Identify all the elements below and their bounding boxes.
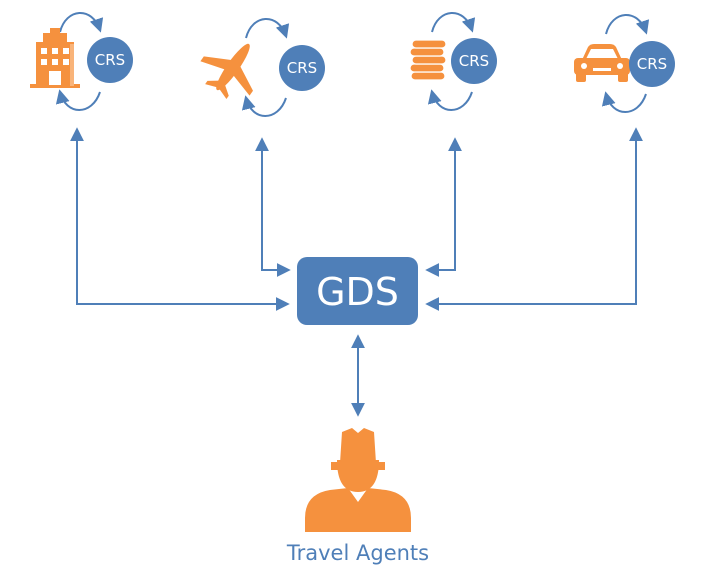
gds-box xyxy=(297,257,418,325)
connector-airline xyxy=(255,137,291,277)
travel-agents: Travel Agents xyxy=(286,428,429,565)
crs-sync-arrow-bottom xyxy=(55,89,101,111)
crs-label: CRS xyxy=(637,55,667,73)
supplier-hotel: CRS xyxy=(30,12,133,111)
crs-sync-arrow-top xyxy=(605,14,650,35)
crs-label: CRS xyxy=(287,59,317,77)
crs-sync-arrow-top xyxy=(59,12,104,33)
crs-label: CRS xyxy=(459,52,489,70)
crs-sync-arrow-bottom xyxy=(241,95,287,117)
hotel-icon xyxy=(30,28,80,88)
crs-sync-arrow-bottom xyxy=(601,91,647,113)
crs-sync-arrow-bottom xyxy=(427,89,473,111)
crs-badge xyxy=(87,37,133,83)
gds-connectors xyxy=(70,127,643,417)
gds-node: GDS xyxy=(297,257,418,325)
connector-coins xyxy=(425,137,462,277)
gds-label: GDS xyxy=(316,270,399,314)
crs-badge xyxy=(279,45,325,91)
coin-stack-icon xyxy=(409,39,447,81)
crs-label: CRS xyxy=(95,51,125,69)
crs-sync-arrow-top xyxy=(431,12,476,33)
crs-sync-arrow-top xyxy=(245,18,290,39)
supplier-coins: CRS xyxy=(409,12,497,111)
supplier-airline: CRS xyxy=(200,18,325,117)
car-icon xyxy=(574,44,630,82)
supplier-car: CRS xyxy=(574,14,675,113)
travel-agents-label: Travel Agents xyxy=(286,541,429,565)
airplane-icon xyxy=(200,43,253,100)
crs-badge xyxy=(451,38,497,84)
crs-badge xyxy=(629,41,675,87)
travel-agent-icon xyxy=(305,428,411,532)
connector-car xyxy=(425,127,643,311)
connector-hotel xyxy=(70,127,290,311)
